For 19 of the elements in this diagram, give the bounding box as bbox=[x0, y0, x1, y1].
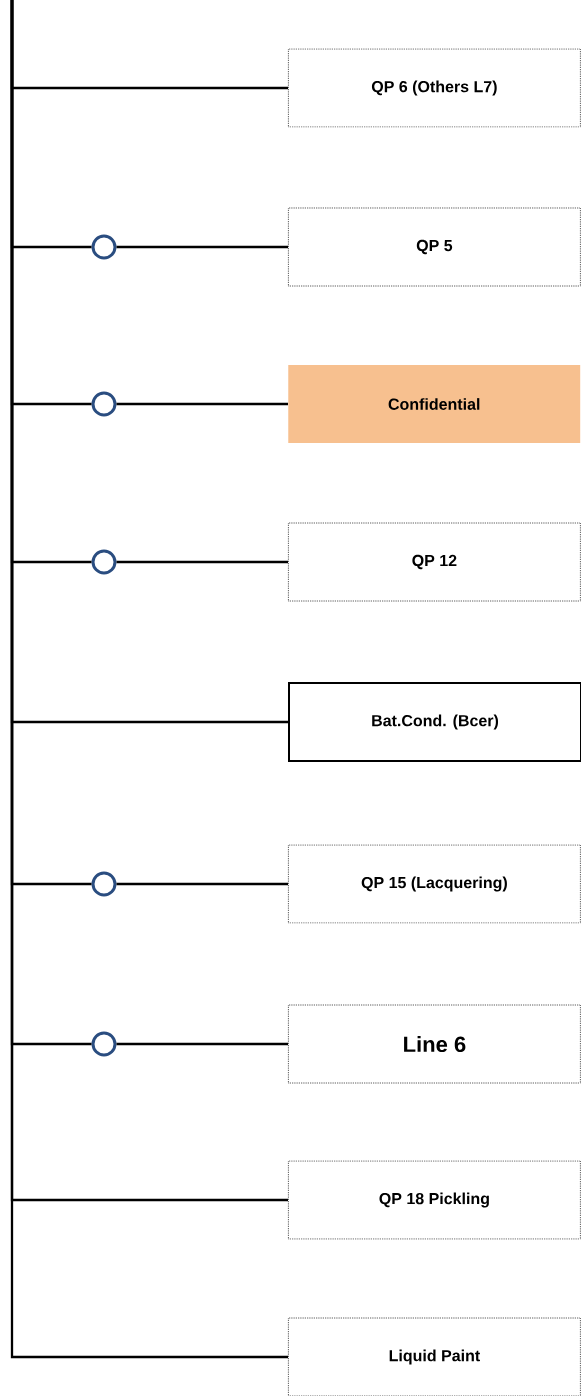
highlighted-box: Confidential bbox=[288, 365, 581, 443]
process-box: QP 18 Pickling bbox=[288, 1160, 581, 1240]
connector-line bbox=[116, 882, 288, 886]
valve-circle bbox=[91, 391, 117, 417]
valve-circle bbox=[91, 234, 117, 260]
connector-line bbox=[116, 1042, 288, 1046]
process-box: QP 12 bbox=[288, 522, 581, 602]
process-box: QP 5 bbox=[288, 207, 581, 287]
process-box: Line 6 bbox=[288, 1004, 581, 1084]
valve-circle bbox=[91, 549, 117, 575]
connector-line bbox=[116, 560, 288, 564]
connector-line bbox=[116, 402, 288, 406]
process-box: Liquid Paint bbox=[288, 1317, 581, 1396]
process-box: Bat.Cond. (Bcer) bbox=[288, 682, 581, 762]
valve-circle bbox=[91, 871, 117, 897]
valve-circle bbox=[91, 1031, 117, 1057]
process-box: QP 15 (Lacquering) bbox=[288, 844, 581, 924]
process-box: QP 6 (Others L7) bbox=[288, 48, 581, 128]
connector-line bbox=[116, 245, 288, 249]
